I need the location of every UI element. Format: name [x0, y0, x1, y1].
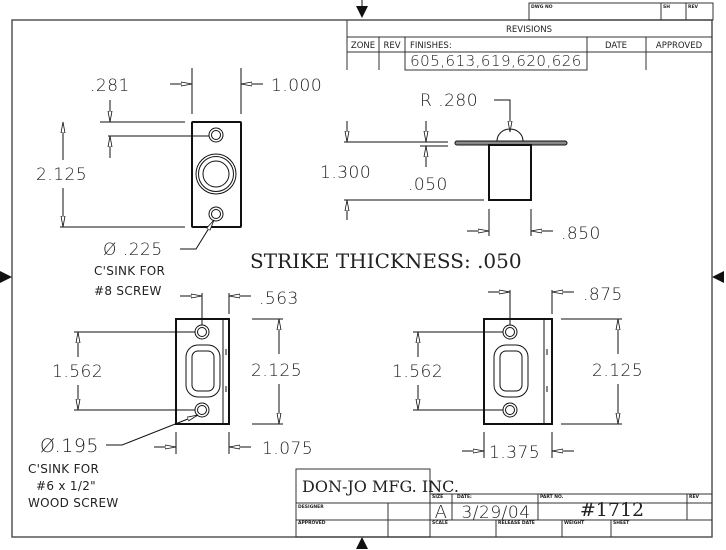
dim-hole-offset-bl: .563 [259, 289, 299, 309]
dim-thickness: .050 [408, 175, 448, 195]
dim-width-br: 1.375 [489, 443, 540, 463]
dim-overall-height: 1.300 [320, 163, 371, 183]
dwg-no-label: DWG NO [531, 4, 553, 10]
rev-col-approved: APPROVED [656, 41, 703, 51]
approved-label: APPROVED [298, 520, 326, 526]
view-bottom-right: .875 1.562 2.125 1.375 [392, 285, 643, 463]
hole-note-diameter-bl: Ø.195 [40, 435, 99, 457]
side-body [488, 144, 532, 201]
dim-hole-offset-br: .875 [583, 285, 623, 305]
faceplate-outline [191, 121, 242, 228]
view-side: R .280 1.300 .050 .850 [320, 91, 601, 244]
top-center-mark-icon [356, 6, 368, 18]
top-screw-hole-inner [211, 130, 221, 140]
part-no-value: #1712 [580, 499, 644, 521]
dwg-no-block: DWG NO SH REV [528, 2, 714, 21]
revisions-table: REVISIONS ZONE REV FINISHES: DATE APPROV… [346, 20, 712, 71]
dim-height: 2.125 [36, 165, 87, 185]
ball-ring-outer [195, 153, 237, 195]
dim-hole-spacing-br: 1.562 [392, 362, 443, 382]
rev-col-finishes: FINISHES: [410, 41, 452, 51]
rev-label-bottom: REV [689, 494, 700, 500]
designer-label: DESIGNER [298, 504, 324, 510]
size-label: SIZE [432, 494, 443, 500]
dim-width: 1.000 [271, 76, 322, 96]
hole-note-csink-bl: C'SINK FOR [28, 462, 99, 476]
dim-side-width: .850 [561, 224, 601, 244]
rev-col-zone: ZONE [351, 41, 375, 51]
strike-thickness-note: STRIKE THICKNESS: .050 [250, 249, 522, 273]
hole-note-screw-size-bl: #6 x 1/2" [36, 479, 96, 493]
strike-opening-outer [185, 344, 221, 398]
ball-ring-mid [198, 156, 234, 192]
weight-label: WEIGHT [564, 520, 585, 526]
size-value: A [435, 502, 448, 523]
date-label: DATE: [457, 494, 472, 500]
dim-height-br: 2.125 [592, 361, 643, 381]
bottom-center-mark-icon [356, 537, 368, 549]
rev-label-top: REV [688, 4, 699, 10]
hole-note-screw: #8 SCREW [94, 284, 162, 298]
right-center-mark-icon [712, 271, 724, 283]
drawing-border [11, 19, 713, 538]
rev-col-date: DATE [605, 41, 627, 51]
revisions-title: REVISIONS [506, 25, 552, 35]
company-name: DON-JO MFG. INC. [302, 477, 459, 496]
hole-note-wood-screw-bl: WOOD SCREW [28, 496, 119, 510]
hole-note-csink: C'SINK FOR [94, 264, 165, 278]
finishes-value: 605,613,619,620,626 [410, 52, 582, 70]
strike-outline-left [175, 318, 230, 425]
title-block: DON-JO MFG. INC. DESIGNER APPROVED SIZE … [295, 468, 712, 538]
sheet-label: SHEET [613, 520, 630, 526]
dim-height-bl: 2.125 [251, 361, 302, 381]
bottom-screw-hole-outer [208, 206, 224, 222]
release-date-label: RELEASE DATE [498, 520, 535, 526]
bottom-screw-hole-inner [211, 209, 221, 219]
dim-hole-spacing-bl: 1.562 [52, 362, 103, 382]
ball-ring-inner [202, 160, 230, 188]
strike-outline-right [483, 318, 553, 425]
view-bottom-left: .563 1.562 2.125 1.075 Ø.195 C'SINK FOR … [28, 289, 313, 510]
scale-label: SCALE [432, 520, 448, 526]
sh-label: SH [663, 4, 670, 10]
date-value: 3/29/04 [461, 503, 530, 523]
hole-note-diameter: Ø .225 [103, 240, 163, 260]
view-top-left: 1.000 .281 2.125 Ø .225 C'SINK FOR #8 SC… [36, 68, 322, 298]
dim-radius: R .280 [420, 91, 478, 111]
strike-opening-inner [191, 350, 215, 392]
rev-col-rev: REV [383, 41, 400, 51]
top-screw-hole-outer [208, 127, 224, 143]
left-center-mark-icon [0, 271, 12, 283]
dim-width-bl: 1.075 [262, 439, 313, 459]
dim-hole-offset: .281 [90, 76, 130, 96]
part-no-label: PART NO. [540, 494, 564, 500]
